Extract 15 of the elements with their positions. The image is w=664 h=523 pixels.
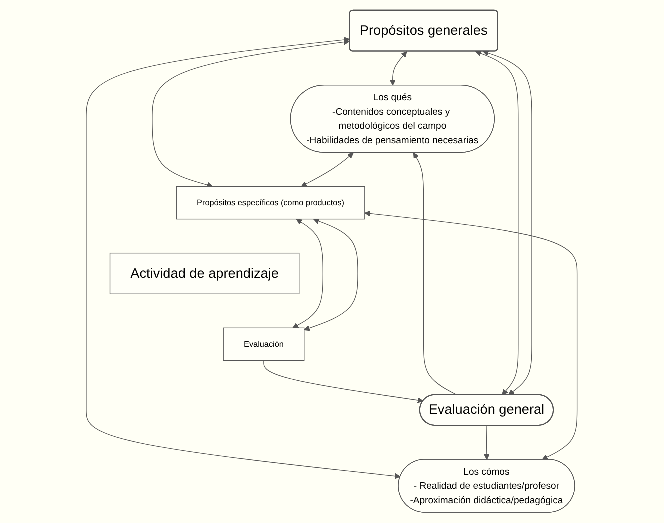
node-box: Evaluación <box>223 328 305 362</box>
arrow <box>292 219 324 328</box>
arrow <box>476 50 519 396</box>
arrow <box>86 37 401 480</box>
arrow <box>390 52 408 86</box>
node-box: Propósitos específicos (como productos) <box>176 186 366 220</box>
node-box: Actividad de aprendizaje <box>110 253 300 294</box>
arrow <box>301 152 354 187</box>
arrow <box>152 39 350 188</box>
arrow <box>304 218 358 332</box>
arrow <box>414 152 458 396</box>
arrow <box>483 50 532 396</box>
arrow <box>364 210 578 460</box>
arrow <box>484 425 490 460</box>
arrow <box>264 360 424 404</box>
